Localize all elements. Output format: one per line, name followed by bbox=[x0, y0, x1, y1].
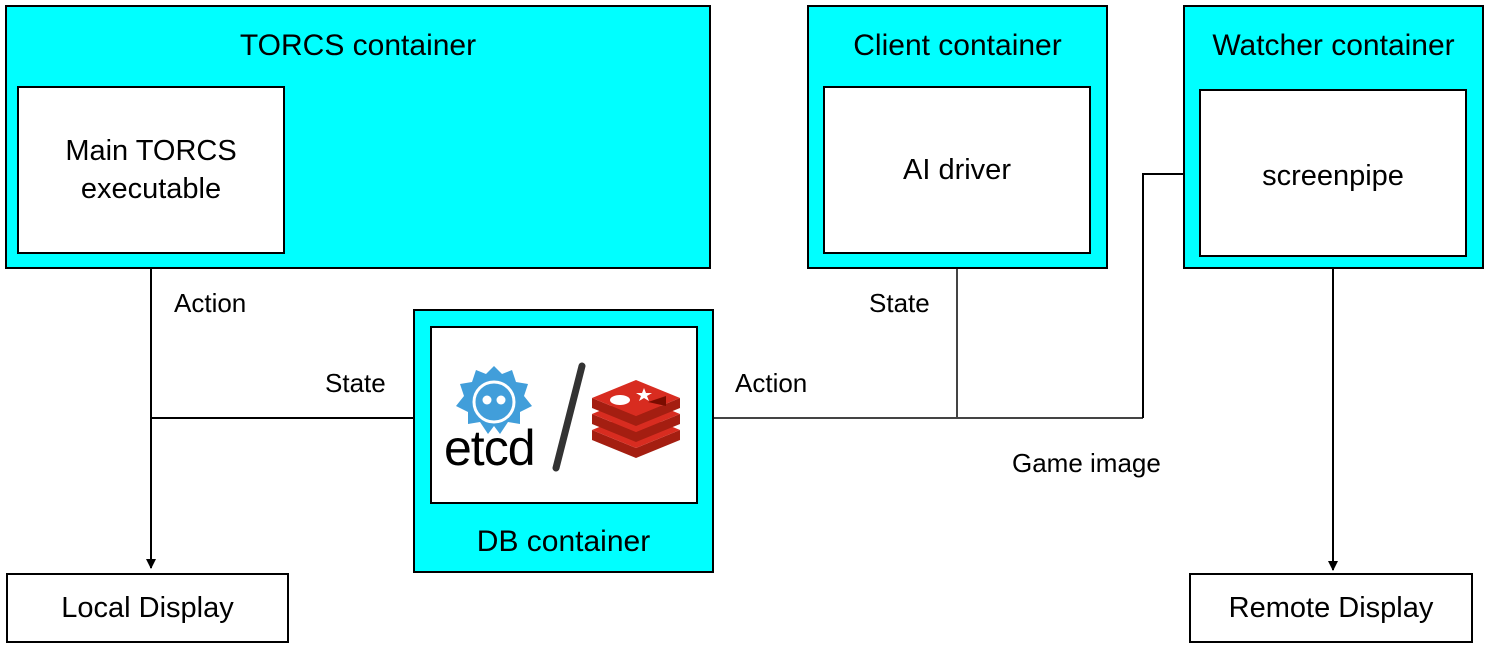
edge-label-game-image: Game image bbox=[1012, 448, 1161, 478]
wire-game-image bbox=[1142, 169, 1203, 418]
edge-label-torcs-action: Action bbox=[174, 288, 247, 318]
redis-logo-icon bbox=[592, 380, 680, 458]
torcs-container: TORCS container bbox=[5, 5, 711, 269]
screenpipe-box: screenpipe bbox=[1199, 89, 1467, 257]
edge-label-torcs-state: State bbox=[325, 368, 386, 398]
client-container-title: Client container bbox=[853, 29, 1062, 62]
edge-label-client-action: Action bbox=[735, 368, 808, 398]
ai-driver-box: AI driver bbox=[823, 86, 1091, 254]
ai-driver-label: AI driver bbox=[903, 154, 1011, 186]
screenpipe-label: screenpipe bbox=[1262, 160, 1404, 192]
local-display-label: Local Display bbox=[61, 592, 234, 624]
db-container-title: DB container bbox=[476, 525, 651, 558]
edge-label-client-state: State bbox=[869, 288, 930, 318]
etcd-logo-icon bbox=[456, 366, 532, 434]
db-logo-box: etcd bbox=[430, 326, 698, 504]
torcs-container-title: TORCS container bbox=[239, 29, 477, 62]
watcher-container-title: Watcher container bbox=[1212, 29, 1455, 62]
logo-separator bbox=[552, 362, 586, 472]
etcd-logo-text: etcd bbox=[444, 420, 536, 476]
main-torcs-executable-box: Main TORCS executable bbox=[17, 86, 285, 254]
remote-display-label: Remote Display bbox=[1228, 592, 1434, 624]
remote-display-box: Remote Display bbox=[1189, 573, 1473, 643]
main-torcs-executable-label: Main TORCS executable bbox=[65, 135, 237, 205]
local-display-box: Local Display bbox=[6, 573, 289, 643]
